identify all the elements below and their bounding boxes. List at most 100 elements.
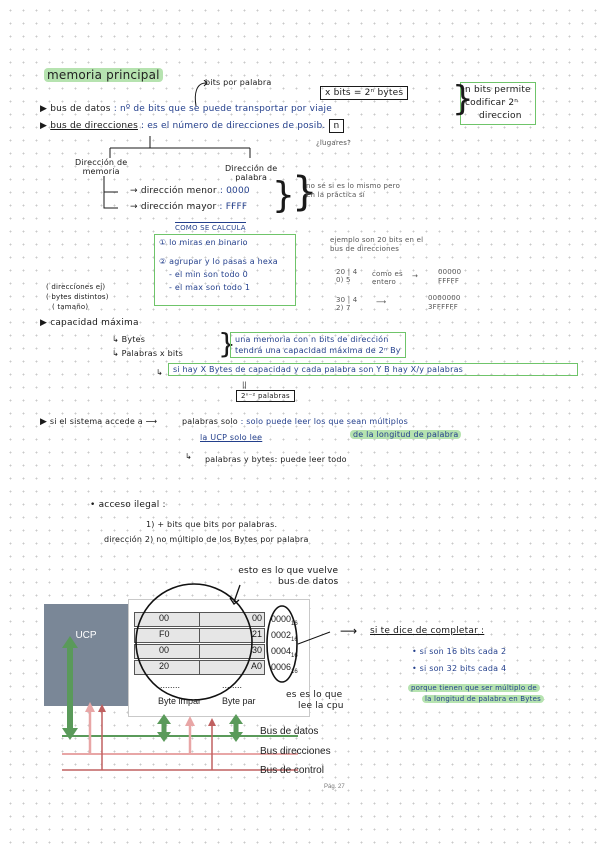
ex1-top: 00000: [438, 268, 462, 276]
addr-0-text: 0000: [271, 614, 292, 624]
cell-r2-c1: 30: [199, 644, 265, 659]
bus-dir-row: ▶ bus de direcciones : es el número de d…: [40, 119, 345, 133]
ejemplo-note: ejemplo son 20 bits en el bus de direcci…: [330, 236, 423, 254]
acceso-2: dirección 2) no múltiplo de los Bytes po…: [104, 535, 309, 544]
ex2-calc-line1: 30 | 4: [336, 296, 358, 304]
capacidad-row: ▶ capacidad máxima: [40, 318, 139, 328]
arrow-right-icon: →: [130, 202, 138, 212]
dir-mayor-value: : FFFF: [219, 202, 248, 212]
como-calcula-label: COMO SE CALCULA: [175, 222, 246, 232]
porque-line1: porque tienen que ser múltiplo de: [408, 684, 540, 692]
arrow-to-note-icon: ⟶: [340, 624, 358, 638]
memoria-n-bits-box: una memoria con n bits de dirección tend…: [230, 332, 406, 358]
ex2-top: 0000000: [428, 294, 461, 302]
si-16: • si son 16 bits cada 2: [412, 647, 507, 656]
arrow-right-icon: →: [130, 186, 138, 196]
bus-datos-row: ▶ bus de datos : nº de bits que se puede…: [40, 104, 332, 114]
acceso-ilegal-title: • acceso ilegal :: [90, 500, 166, 510]
ex1-calc-line1: 20 | 4: [336, 268, 358, 276]
ex1-result: 00000 FFFFF: [438, 268, 461, 286]
brace-icon-2: }: [292, 169, 318, 215]
dots-left: ........: [160, 680, 181, 690]
capacidad-label: capacidad máxima: [50, 318, 139, 328]
hook-arrow-icon: ↳: [112, 335, 119, 344]
left-notes: ( direcciones ej) ( bytes distintos) ( t…: [46, 282, 109, 312]
no-se-line2: en la práctica sí: [306, 191, 365, 199]
ejemplo-line2: bus de direcciones: [330, 245, 400, 253]
triangle-bullet-icon: ▶: [40, 318, 48, 328]
sistema-row: ▶ si el sistema accede a ⟶ palabras solo…: [40, 417, 408, 427]
hook-arrow-icon-2: ↳: [156, 368, 163, 377]
si-hay-box: si hay X Bytes de capacidad y cada palab…: [168, 363, 578, 376]
ex2-calc-line2: 2) 7: [336, 304, 351, 312]
addr-2-text: 0004: [271, 646, 292, 656]
ex2-calc: 30 | 4 2) 7: [336, 296, 357, 312]
dir-mayor-label: dirección mayor: [140, 202, 217, 212]
bus-datos-desc: : nº de bits que se puede transportar po…: [113, 104, 332, 114]
steps-box: ① lo miras en binario ② agrupar y lo pas…: [154, 234, 296, 306]
n-bits-note-box: n bits permite codificar 2ⁿ direccion: [460, 82, 536, 125]
bus-datos-label: bus de datos: [50, 104, 111, 114]
ex2-arrow-icon: ⟶: [376, 298, 387, 306]
curved-arrow-icon: [194, 80, 208, 107]
step-1: ① lo miras en binario: [159, 238, 248, 247]
memoria-line2: tendrá una capacidad máxima de 2ⁿ By: [235, 346, 401, 355]
ucp-solo-lee: la UCP solo lee: [200, 433, 263, 442]
si-te-dice-text: si te dice de completar :: [370, 626, 485, 636]
tree-lines: [103, 136, 251, 209]
ex1-arrow-icon: →: [412, 272, 418, 280]
bytes-row: ↳ Bytes: [112, 335, 145, 344]
dot-bullet-icon: •: [90, 500, 96, 510]
esto-es-line1: esto es lo que vuelve: [238, 566, 339, 576]
porque-line2: la longitud de palabra en Bytes: [422, 695, 544, 703]
hook-arrow-icon-3: ↳: [185, 452, 192, 461]
bits-por-palabra-note: bits por palabra: [205, 78, 272, 87]
left-note-2: ( bytes distintos): [46, 293, 109, 301]
addr-1: 000216: [271, 630, 298, 643]
triangle-bullet-icon: ▶: [40, 121, 48, 131]
ex2-bottom: 3FFFFFF: [428, 303, 459, 311]
byte-par-label: Byte par: [222, 696, 256, 706]
bus-dir-desc: : es el número de direcciones de posib.: [141, 121, 326, 131]
n-box: n: [328, 119, 345, 133]
ucp-label: UCP: [75, 630, 97, 641]
dir-menor-row: → dirección menor : 0000: [130, 186, 250, 196]
brace-icon-3: }: [218, 327, 236, 360]
addr-1-sub: 16: [291, 636, 298, 643]
porque-note: porque tienen que ser múltiplo de la lon…: [408, 683, 544, 705]
esto-es-note: esto es lo que vuelve bus de datos: [238, 566, 338, 588]
brace-icon: }: [272, 175, 295, 216]
acceso-1: 1) + bits que bits por palabras.: [146, 520, 278, 529]
sistema-post2-text: de la longitud de palabra: [350, 430, 462, 439]
sistema-post: : solo puede leer los que sean múltiplos: [240, 417, 408, 426]
bus-datos-fig-label: Bus de datos: [260, 726, 319, 737]
palabras-bytes-row: palabras y bytes: puede leer todo: [205, 455, 347, 464]
dir-palabra-label: Dirección de palabra: [225, 164, 277, 182]
cell-r2-c0: 00: [134, 644, 200, 659]
left-note-3: ( tamaño): [52, 303, 89, 311]
bus-dir-label: bus de direcciones: [50, 121, 138, 131]
no-se-line1: no sé si es lo mismo pero: [306, 182, 401, 190]
dir-palabra-line1: Dirección de: [225, 164, 278, 173]
long-arrow-icon: ⟶: [145, 417, 158, 426]
dir-memoria-label: Dirección de memoria: [75, 158, 127, 176]
lugares-note: ¿lugares?: [316, 139, 352, 147]
ex1-mid-line1: como es: [372, 270, 403, 278]
bracket-icon: }: [452, 79, 474, 119]
bytes-label: Bytes: [121, 335, 146, 344]
si-te-dice: si te dice de completar :: [370, 626, 484, 636]
addr-2: 000416: [271, 646, 298, 659]
dir-memoria-line1: Dirección de: [75, 158, 128, 167]
ex1-bottom: FFFFF: [438, 277, 460, 285]
si-32: • si son 32 bits cada 4: [412, 664, 507, 673]
step-min: - el min son todo 0: [169, 270, 248, 279]
addr-3-text: 0006: [271, 662, 292, 672]
ejemplo-line1: ejemplo son 20 bits en el: [330, 236, 424, 244]
dir-memoria-line2: memoria: [82, 167, 120, 176]
esto-es-line2: bus de datos: [278, 577, 339, 587]
addr-3: 000616: [271, 662, 298, 675]
page-number: Pág. 27: [324, 784, 345, 790]
n-bits-line-3: direccion: [479, 111, 522, 121]
memoria-line1: una memoria con n bits de dirección: [235, 335, 389, 344]
ex1-mid-line2: entero: [372, 278, 397, 286]
